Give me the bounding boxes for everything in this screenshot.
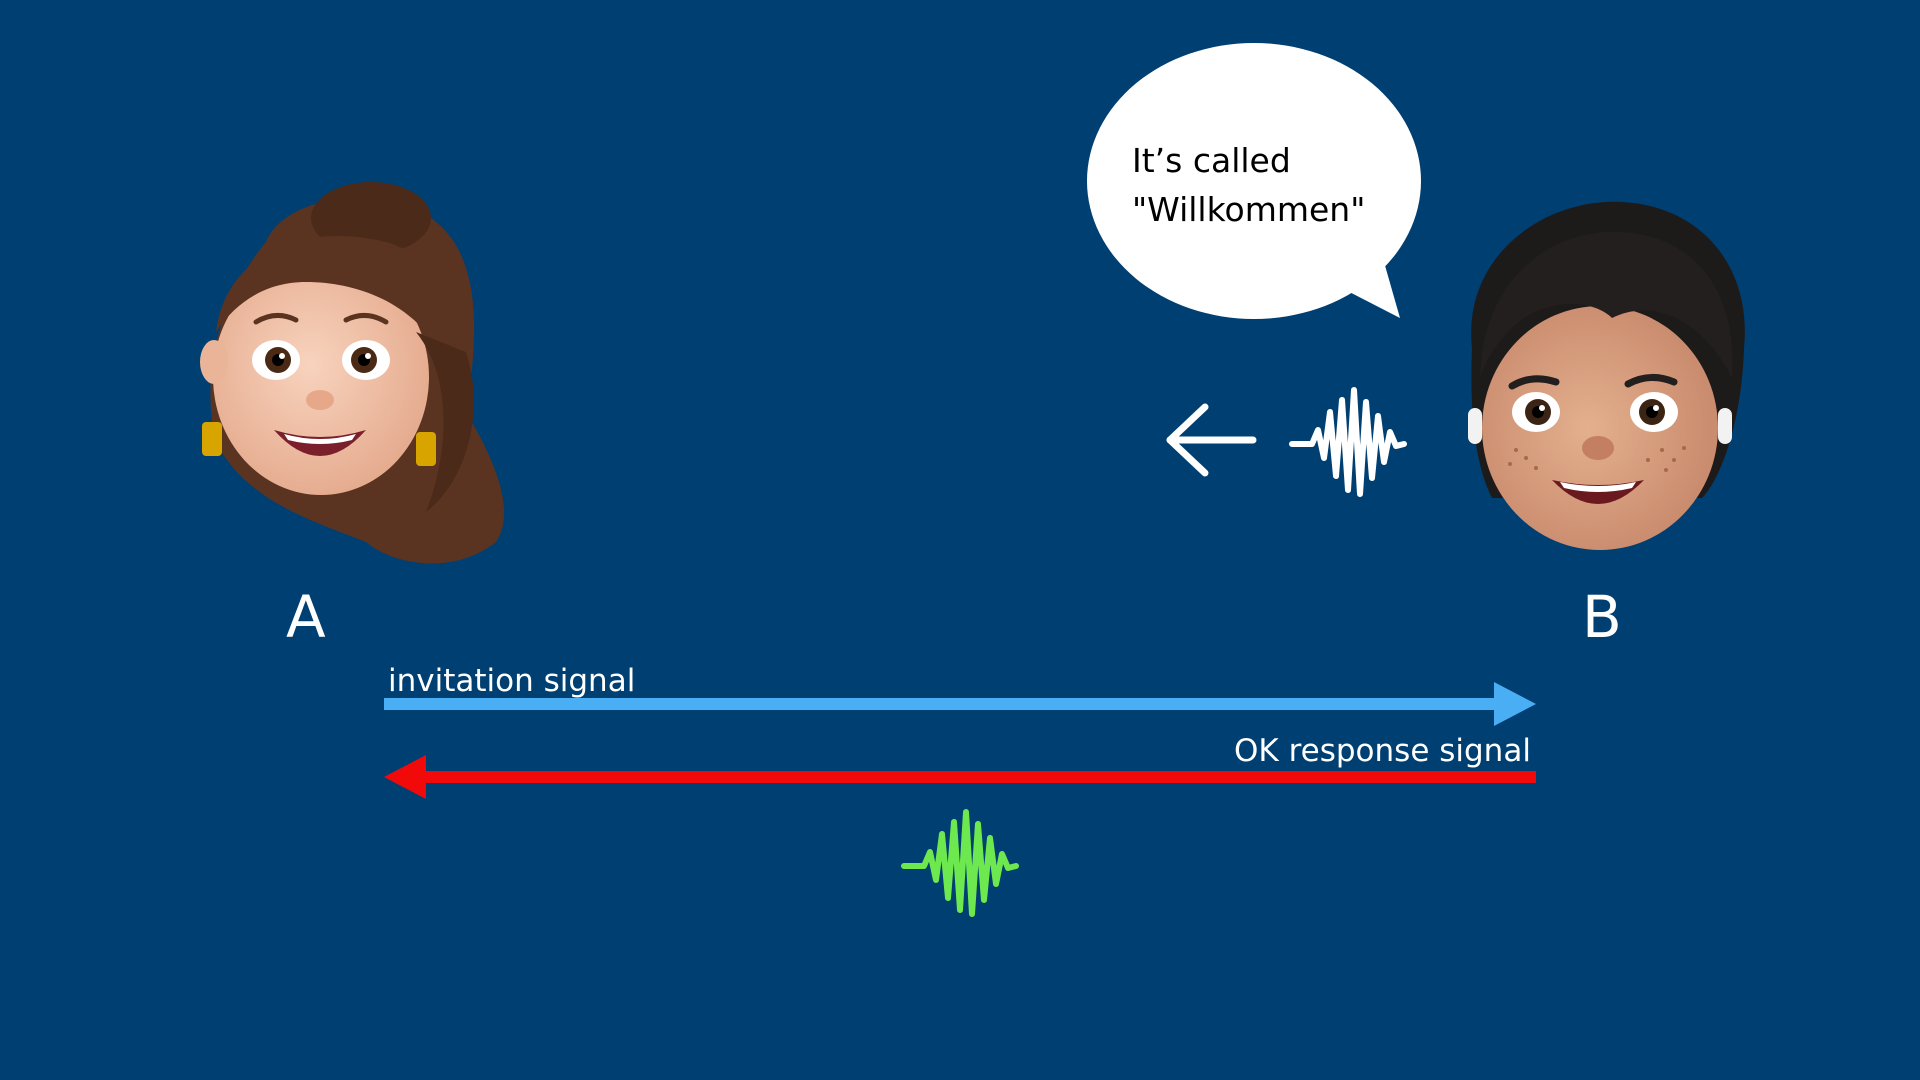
speech-bubble-text: It’s called "Willkommen" [1132, 136, 1402, 234]
speech-bubble-icon [1087, 43, 1421, 319]
left-arrow-icon [1166, 403, 1257, 477]
speech-bubble-line-2: "Willkommen" [1132, 190, 1366, 229]
response-signal-arrow [384, 755, 1536, 799]
participant-b-label: B [1582, 583, 1622, 651]
speech-bubble-line-1: It’s called [1132, 141, 1291, 180]
invitation-signal-arrow [384, 682, 1536, 726]
participant-a-label: A [286, 583, 326, 651]
soundwave-green-icon [901, 809, 1019, 917]
response-signal-label: OK response signal [1234, 733, 1531, 769]
soundwave-icon [1289, 387, 1407, 497]
memoji-boy-icon [1452, 198, 1752, 560]
memoji-woman-icon [196, 182, 516, 574]
invitation-signal-label: invitation signal [388, 663, 636, 699]
